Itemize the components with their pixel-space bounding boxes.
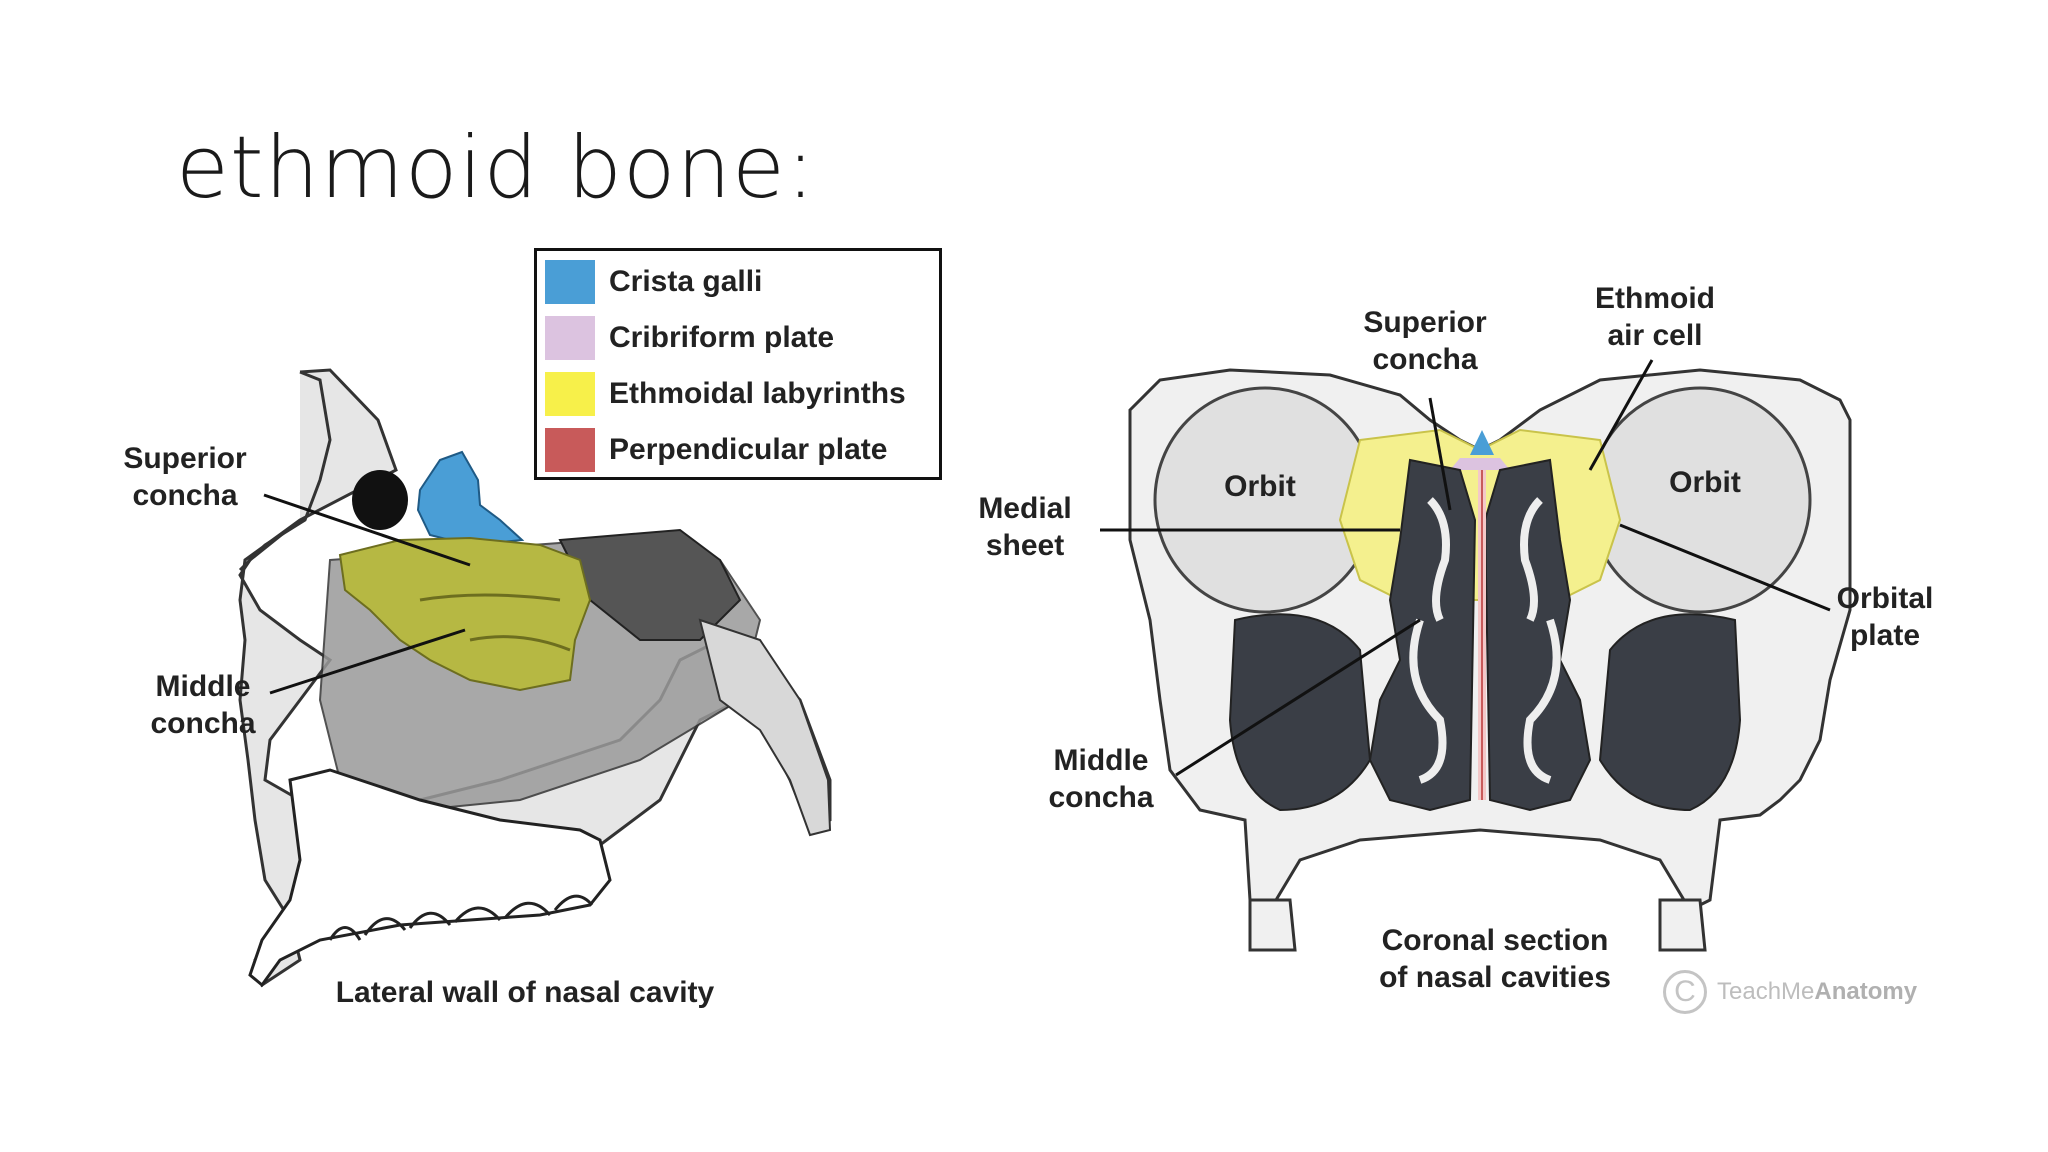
label-superior-concha-right: Superior concha bbox=[1363, 306, 1487, 376]
legend-label: Perpendicular plate bbox=[609, 433, 888, 466]
watermark-text-light: TeachMe bbox=[1717, 978, 1815, 1005]
label-orbit-right: Orbit bbox=[1669, 466, 1741, 499]
caption-coronal-section: Coronal section of nasal cavities bbox=[1379, 924, 1611, 994]
legend-item-ethmoidal-labyrinths: Ethmoidal labyrinths bbox=[545, 371, 906, 417]
label-middle-concha-right: Middle concha bbox=[1048, 744, 1154, 814]
legend-item-perpendicular-plate: Perpendicular plate bbox=[545, 427, 887, 473]
lateral-wall-illustration bbox=[238, 368, 832, 988]
legend: Crista galli Cribriform plate Ethmoidal … bbox=[534, 248, 942, 480]
legend-swatch bbox=[545, 428, 595, 472]
legend-swatch bbox=[545, 260, 595, 304]
caption-lateral-wall: Lateral wall of nasal cavity bbox=[335, 976, 715, 1009]
slide-title: ethmoid bone: bbox=[176, 118, 816, 218]
label-superior-concha-left: Superior concha bbox=[123, 442, 247, 512]
legend-label: Crista galli bbox=[609, 265, 763, 298]
label-middle-concha-left: Middle concha bbox=[150, 670, 256, 740]
label-ethmoid-air-cell: Ethmoid air cell bbox=[1595, 282, 1715, 352]
legend-swatch bbox=[545, 372, 595, 416]
leader-lines bbox=[263, 359, 1831, 777]
label-orbit-left: Orbit bbox=[1224, 470, 1296, 503]
legend-label: Ethmoidal labyrinths bbox=[609, 377, 906, 410]
coronal-section-illustration bbox=[1128, 368, 1852, 952]
legend-item-cribriform-plate: Cribriform plate bbox=[545, 315, 834, 361]
legend-item-crista-galli: Crista galli bbox=[545, 259, 762, 305]
legend-label: Cribriform plate bbox=[609, 321, 835, 354]
label-orbital-plate: Orbital plate bbox=[1836, 582, 1934, 652]
label-medial-sheet: Medial sheet bbox=[978, 492, 1072, 562]
watermark-text-bold: Anatomy bbox=[1814, 978, 1918, 1005]
copyright-icon: C bbox=[1663, 970, 1707, 1014]
legend-swatch bbox=[545, 316, 595, 360]
